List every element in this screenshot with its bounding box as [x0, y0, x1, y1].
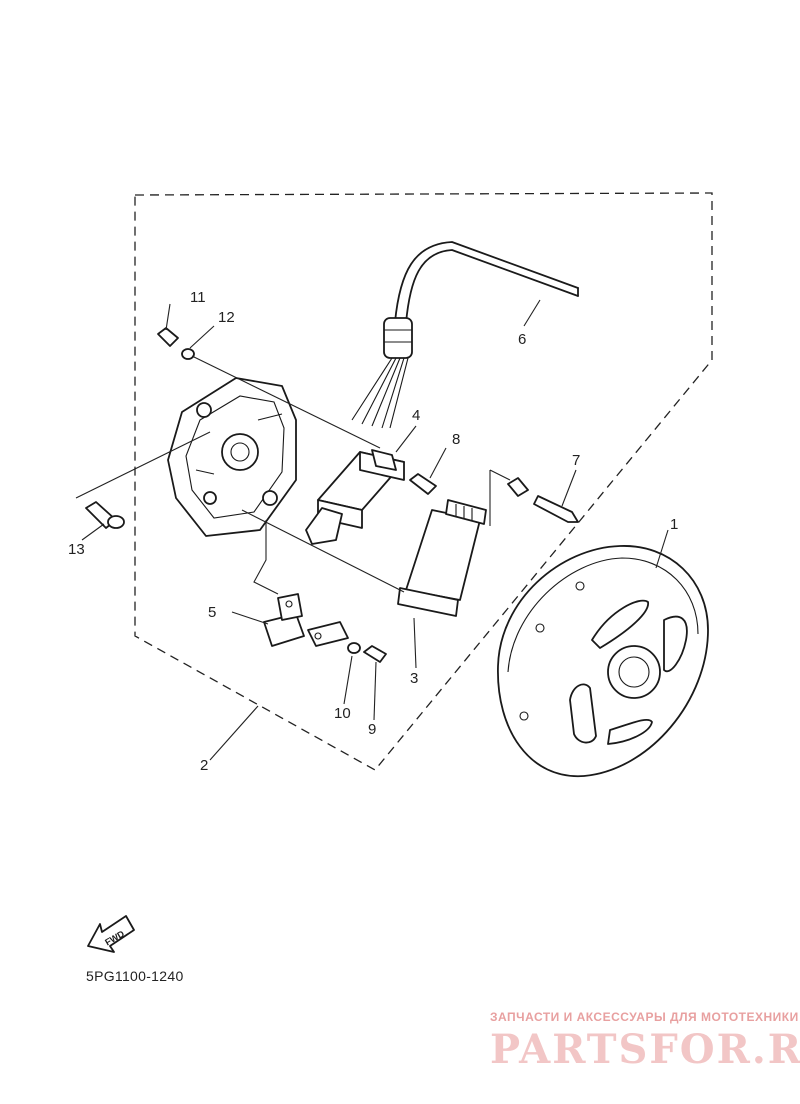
part-11-screw	[157, 327, 179, 347]
label-part-12: 12	[218, 309, 235, 326]
label-part-6: 6	[518, 331, 526, 348]
label-part-9: 9	[368, 721, 376, 738]
leader-lines	[75, 299, 669, 761]
part-5-contact-block	[263, 593, 305, 647]
fwd-arrow-icon: FWD	[87, 915, 135, 953]
label-part-2: 2	[200, 757, 208, 774]
diagram-code: 5PG1100-1240	[86, 968, 184, 984]
part-1-flywheel-rotor	[497, 545, 709, 777]
watermark-logo: PARTSFOR.RU	[490, 1026, 800, 1073]
label-part-5: 5	[208, 604, 216, 621]
label-part-10: 10	[334, 705, 351, 722]
label-part-4: 4	[412, 407, 420, 424]
label-part-11: 11	[190, 289, 206, 306]
part-7-screw	[507, 477, 579, 523]
part-4-pulser-coil	[305, 449, 405, 545]
watermark-tagline: ЗАПЧАСТИ И АКСЕССУАРЫ ДЛЯ МОТОТЕХНИКИ	[490, 1010, 799, 1024]
part-12-washer	[181, 348, 195, 360]
label-part-7: 7	[572, 452, 580, 469]
assembly-boundary-dashed	[134, 192, 713, 771]
part-8-screw	[409, 473, 437, 495]
label-part-8: 8	[452, 431, 460, 448]
small-bracket	[307, 621, 349, 647]
part-3-source-coil	[397, 499, 487, 617]
stator-base-plate	[167, 377, 297, 537]
label-part-3: 3	[410, 670, 418, 687]
part-10-washer	[347, 642, 361, 654]
part-6-wire-harness	[351, 241, 579, 429]
label-part-13: 13	[68, 541, 85, 558]
part-13-screw	[85, 501, 125, 529]
part-9-screw	[363, 645, 387, 663]
label-part-1: 1	[670, 516, 678, 533]
